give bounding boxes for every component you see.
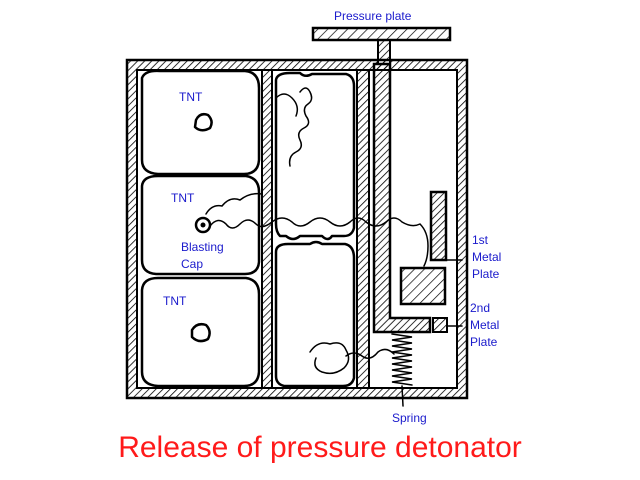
- tnt-bottom-hole: [190, 322, 211, 343]
- pressure-plate-label: Pressure plate: [334, 9, 412, 23]
- tnt-bottom-label: TNT: [163, 294, 187, 308]
- blasting-cap: [194, 216, 212, 234]
- second-plate-label-line2: Metal: [470, 318, 499, 332]
- tnt-blocks: [140, 69, 261, 388]
- tnt-top-hole: [193, 112, 213, 132]
- first-metal-plate-arm: [399, 266, 447, 306]
- tnt-top-label: TNT: [179, 90, 203, 104]
- diagram-caption: Release of pressure detonator: [118, 431, 522, 464]
- firing-rod: [311, 26, 452, 334]
- middle-compartments: [274, 71, 356, 388]
- first-metal-plate: [429, 190, 448, 262]
- wires: [205, 87, 429, 375]
- casing: [125, 58, 469, 400]
- spring-label: Spring: [392, 411, 427, 425]
- first-plate-label-line1: 1st: [472, 233, 489, 247]
- second-plate-label-line3: Plate: [470, 335, 498, 349]
- metal-plates: [399, 190, 463, 333]
- spring: [391, 333, 413, 407]
- second-metal-plate: [432, 317, 448, 333]
- tnt-middle-label: TNT: [171, 191, 195, 205]
- blasting-cap-label-line2: Cap: [181, 257, 203, 271]
- second-plate-label-line1: 2nd: [470, 301, 490, 315]
- partition-walls: [261, 69, 370, 389]
- blasting-cap-label-line1: Blasting: [181, 240, 224, 254]
- labels: Pressure plate TNT TNT TNT Blasting Cap …: [163, 9, 501, 425]
- first-plate-label-line2: Metal: [472, 250, 501, 264]
- first-plate-label-line3: Plate: [472, 267, 500, 281]
